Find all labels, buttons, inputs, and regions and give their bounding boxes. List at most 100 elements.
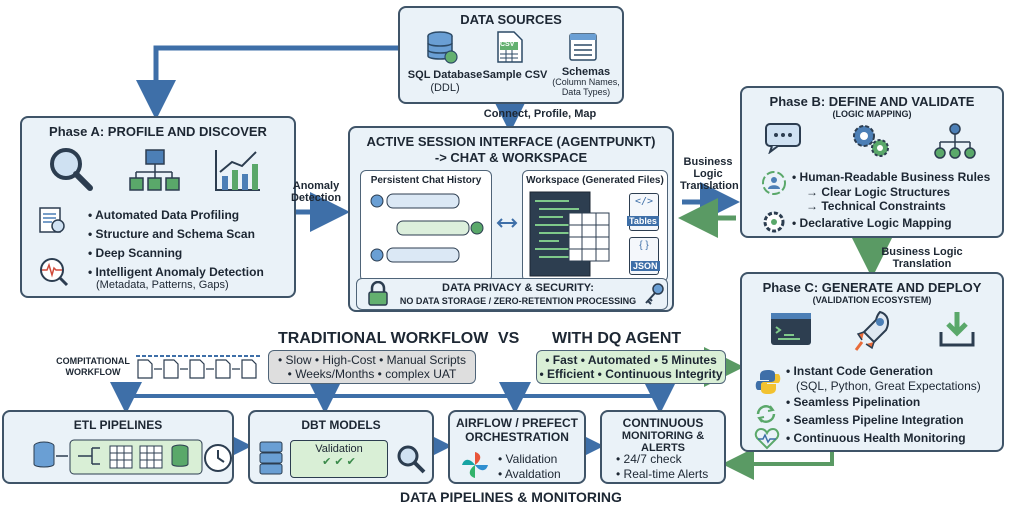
phase-a-note: (Metadata, Patterns, Gaps) [96,279,229,291]
padlock-icon [368,281,388,306]
airflow-bullet-2: • Avaldation [498,467,561,481]
dbt-title: DBT MODELS [301,418,381,432]
chat-history-panel: Persistent Chat History [360,170,492,282]
document-chain-icon [136,355,262,379]
phase-c-bullet-4: • Continuous Health Monitoring [786,431,966,445]
csv-file-icon [497,31,523,63]
privacy-panel: DATA PRIVACY & SECURITY: NO DATA STORAGE… [356,278,668,310]
chat-history-title: Persistent Chat History [370,175,482,186]
airflow-bullet-1: • Validation [498,452,558,466]
dbt-models-box: DBT MODELS Validation ✔ ✔ ✔ [248,410,434,484]
phase-b-title: Phase B: DEFINE AND VALIDATE [769,94,975,109]
growth-chart-icon [215,150,260,191]
phase-a-bullet: Structure and Schema Scan [88,225,264,244]
monitoring-box: CONTINUOUS MONITORING & ALERTS • 24/7 ch… [600,410,726,484]
sql-database-sub: (DDL) [430,82,460,94]
phase-a-bullets: Automated Data Profiling Structure and S… [88,206,264,282]
etl-title: ETL PIPELINES [73,418,163,432]
code-window-icon [771,313,811,345]
phase-c-bullet-2: • Seamless Pipelination [786,395,921,409]
dbt-validation-label: Validation [315,443,363,455]
phase-a-box: Phase A: PROFILE AND DISCOVER Automated … [20,116,296,298]
magnifier-icon [50,148,93,191]
data-sources-box: DATA SOURCES SQL Database (DDL) CSV Samp… [398,6,624,104]
arrow-bus-to-pipelines [110,382,660,414]
phase-c-note-1: (SQL, Python, Great Expectations) [796,379,981,393]
schema-icon [569,33,597,61]
phase-a-title: Phase A: PROFILE AND DISCOVER [49,124,267,139]
monitoring-title-1: CONTINUOUS [622,416,704,430]
connect-label: Connect, Profile, Map [483,108,597,120]
sql-database-label: SQL Database [407,69,483,81]
phase-a-bullet: Automated Data Profiling [88,206,264,225]
traditional-panel: • Slow • High-Cost • Manual Scripts • We… [268,350,476,384]
chat-icon [765,123,801,154]
phase-b-bullet-2: • Declarative Logic Mapping [792,216,952,230]
phase-c-bullet-3-text: Seamless Pipeline Integration [793,413,964,427]
traditional-workflow-title: TRADITIONAL WORKFLOW [278,330,489,347]
phase-b-bullet-1-text: Human-Readable Business Rules [799,170,991,184]
agent-line-2: • Efficient • Continuous Integrity [539,367,723,381]
phase-c-bullet-3: • Seamless Pipeline Integration [786,413,964,427]
check-marks-icon: ✔ ✔ ✔ [322,456,356,468]
traditional-line-1: • Slow • High-Cost • Manual Scripts [278,353,466,367]
phase-b-bullet-2-text: Declarative Logic Mapping [799,216,952,230]
logic-tree-icon [934,123,976,159]
workspace-panel: Workspace (Generated Files) </> Tables {… [522,170,668,282]
sample-csv-label: Sample CSV [482,69,548,81]
arrow-sources-to-phase-a [136,45,398,120]
phase-b-subtitle: (LOGIC MAPPING) [832,109,912,119]
json-tag: JSON [631,261,660,271]
phase-b-sub-2: → Technical Constraints [806,199,946,213]
heartbeat-icon [754,428,780,450]
phase-c-title: Phase C: GENERATE AND DEPLOY [762,280,982,295]
anomaly-detection-label: Anomaly Detection [290,180,342,204]
workspace-title: Workspace (Generated Files) [526,175,664,186]
session-box: ACTIVE SESSION INTERFACE (AGENTPUNKT) ->… [348,126,674,312]
refresh-icon [756,405,776,423]
monitoring-title-2: MONITORING & ALERTS [621,430,705,454]
privacy-title: DATA PRIVACY & SECURITY: [442,282,594,294]
agent-panel: • Fast • Automated • 5 Minutes • Efficie… [536,350,726,384]
etl-pipelines-box: ETL PIPELINES [2,410,234,484]
data-sources-title: DATA SOURCES [460,12,562,27]
vs-label: VS [498,330,520,347]
inspect-magnifier-icon [397,445,426,474]
rocket-icon [854,310,889,351]
phase-a-bullet: Deep Scanning [88,244,264,263]
chat-bubbles-icon [370,193,484,263]
phase-b-bullet-1: • Human-Readable Business Rules [792,170,991,184]
users-sync-icon [762,171,786,195]
sync-arrows-icon [496,218,518,228]
phase-c-subtitle: (VALIDATION ECOSYSTEM) [812,295,932,305]
tables-tag: Tables [627,216,659,226]
session-title-2: -> CHAT & WORKSPACE [434,150,588,165]
gear-check-icon [763,211,785,233]
agent-line-1: • Fast • Automated • 5 Minutes [545,353,717,367]
anomaly-scan-icon [40,258,69,287]
python-icon [755,370,781,394]
etl-flow-icon [33,439,232,475]
pinwheel-icon [462,452,488,478]
airflow-title-2: ORCHESTRATION [465,430,569,444]
phase-c-bullet-1: • Instant Code Generation [786,364,933,378]
phase-c-box: Phase C: GENERATE AND DEPLOY (VALIDATION… [740,272,1004,452]
airflow-title-1: AIRFLOW / PREFECT [456,416,578,430]
dbt-validation-panel: Validation ✔ ✔ ✔ [290,440,388,478]
code-editor-icon [529,191,610,277]
session-title-1: ACTIVE SESSION INTERFACE (AGENTPUNKT) [366,134,656,149]
schemas-sub: (Column Names, Data Types) [552,77,620,97]
phase-c-bullet-1-text: Instant Code Generation [793,364,933,378]
phase-c-bullet-4-text: Continuous Health Monitoring [793,431,966,445]
hierarchy-icon [129,149,180,191]
traditional-line-2: • Weeks/Months • complex UAT [287,367,457,381]
scan-report-icon [39,207,65,233]
phase-b-sub-1: → Clear Logic Structures [806,185,951,199]
schemas-label: Schemas [561,66,611,78]
arrow-phase-c-to-monitoring [722,448,834,480]
key-icon [645,283,664,305]
business-logic-label-2: Business Logic Translation [881,246,963,270]
csv-tag: CSV [500,41,515,48]
airflow-box: AIRFLOW / PREFECT ORCHESTRATION • Valida… [448,410,586,484]
phase-b-box: Phase B: DEFINE AND VALIDATE (LOGIC MAPP… [740,86,1004,238]
